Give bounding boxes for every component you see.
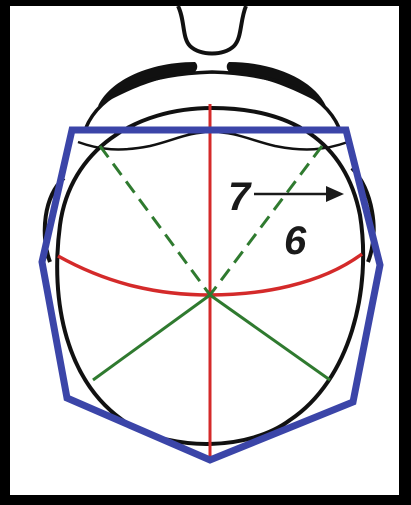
label-six: 6: [284, 219, 307, 263]
green-dashed-left: [100, 146, 210, 295]
nose-shape: [178, 6, 246, 54]
left-brow-shape: [98, 62, 197, 106]
label-seven: 7: [228, 175, 252, 219]
right-brow-shape: [227, 62, 326, 106]
arrow-head-icon: [326, 186, 344, 202]
green-solid-left: [93, 295, 210, 380]
green-solid-right: [210, 295, 330, 380]
